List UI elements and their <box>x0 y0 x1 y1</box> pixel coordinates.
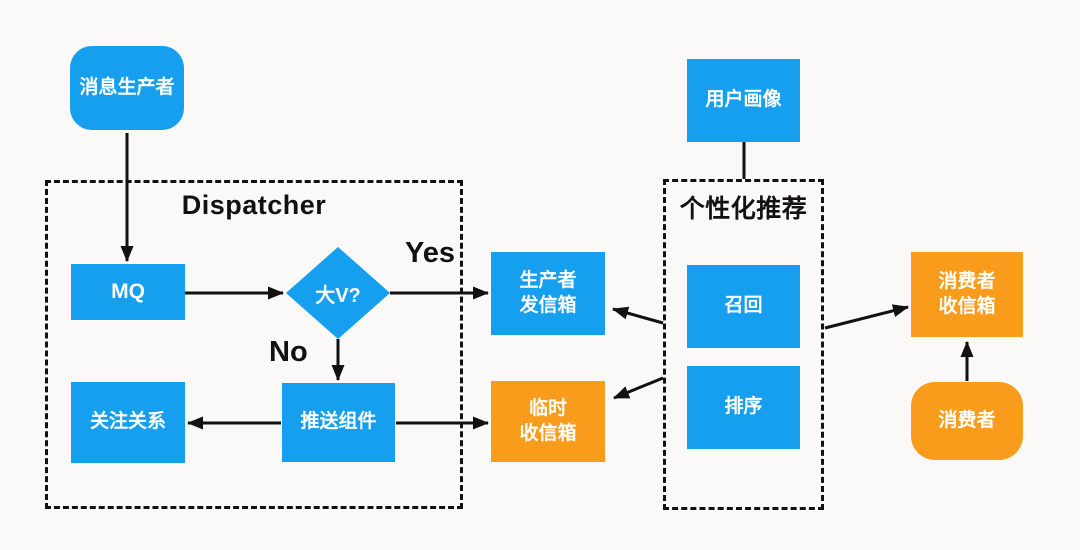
node-follow-relation: 关注关系 <box>71 382 185 463</box>
dispatcher-group: Dispatcher <box>45 180 463 509</box>
node-big-v-decision-label: 大V? <box>315 284 361 307</box>
node-message-producer: 消息生产者 <box>70 46 184 130</box>
arrow-recommendation-to-temp-inbox <box>613 376 664 400</box>
decision-diamond <box>286 247 390 339</box>
node-user-profile: 用户画像 <box>687 59 800 142</box>
arrow-recommendation-to-consumer-inbox <box>824 304 909 330</box>
node-ranking: 排序 <box>687 366 800 449</box>
personalized-recommendation-group: 个性化推荐 <box>663 179 824 510</box>
node-mq: MQ <box>71 264 185 320</box>
node-push-component: 推送组件 <box>282 383 395 462</box>
personalized-recommendation-group-label: 个性化推荐 <box>679 195 808 223</box>
node-recall: 召回 <box>687 265 800 348</box>
arrow-recommendation-to-producer-outbox <box>612 306 664 325</box>
edge-label-no: No <box>269 336 308 368</box>
node-temp-inbox: 临时 收信箱 <box>491 381 605 462</box>
dispatcher-group-label: Dispatcher <box>181 190 327 220</box>
node-producer-outbox: 生产者 发信箱 <box>491 252 605 335</box>
node-consumer-inbox: 消费者 收信箱 <box>911 252 1023 337</box>
edge-label-yes: Yes <box>405 237 455 269</box>
node-consumer: 消费者 <box>911 382 1023 460</box>
